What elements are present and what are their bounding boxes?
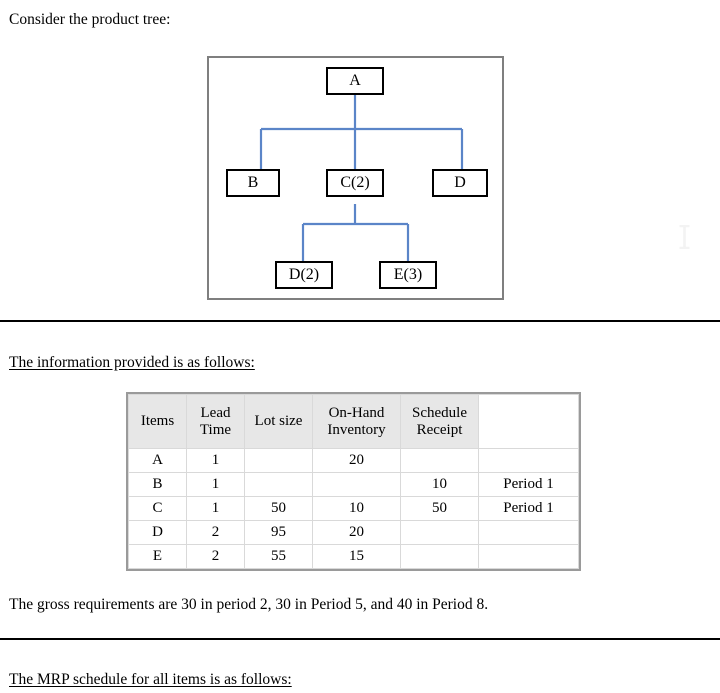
info-table-body: A 1 20 B 1 10 Period 1 C 1 (128, 448, 579, 569)
cell-lead-time: 2 (186, 544, 245, 569)
cell-schedule-receipt: 10 (400, 472, 479, 497)
cell-lot-size: 95 (244, 520, 313, 545)
header-lot-size: Lot size (244, 394, 313, 449)
info-section-heading: The information provided is as follows: (9, 354, 255, 371)
header-sched-line1: Schedule (412, 404, 467, 421)
table-row: A 1 20 (128, 448, 579, 473)
header-lot-label: Lot size (254, 413, 303, 429)
cell-item: B (128, 472, 187, 497)
cell-item: E (128, 544, 187, 569)
tree-node-b[interactable]: B (226, 169, 280, 197)
product-tree-diagram: A B C(2) D D(2) E(3) (207, 56, 504, 300)
table-row: D 2 95 20 (128, 520, 579, 545)
cell-note: Period 1 (478, 472, 579, 497)
table-row: B 1 10 Period 1 (128, 472, 579, 497)
cell-on-hand: 15 (312, 544, 401, 569)
cell-on-hand: 20 (312, 448, 401, 473)
divider-rule-1 (0, 320, 720, 322)
tree-node-c[interactable]: C(2) (326, 169, 384, 197)
cell-note (478, 544, 579, 569)
cell-on-hand: 10 (312, 496, 401, 521)
cell-item: A (128, 448, 187, 473)
cell-schedule-receipt (400, 520, 479, 545)
tree-node-d2[interactable]: D(2) (275, 261, 333, 289)
ibeam-icon (679, 225, 690, 249)
cell-lead-time: 1 (186, 496, 245, 521)
cell-lead-time: 2 (186, 520, 245, 545)
cell-lot-size: 55 (244, 544, 313, 569)
cell-schedule-receipt: 50 (400, 496, 479, 521)
cell-item: D (128, 520, 187, 545)
header-lead-line2: Time (199, 421, 232, 438)
mrp-section-heading: The MRP schedule for all items is as fol… (9, 671, 292, 688)
header-onhand-line2: Inventory (327, 421, 386, 438)
header-sched-line2: Receipt (416, 421, 463, 438)
header-items: Items (128, 394, 187, 449)
header-items-label: Items (140, 413, 175, 429)
table-row: E 2 55 15 (128, 544, 579, 569)
info-table-container: Items Lead Time Lot size On-Hand Invento… (126, 392, 581, 571)
cell-schedule-receipt (400, 544, 479, 569)
info-table: Items Lead Time Lot size On-Hand Invento… (128, 394, 579, 569)
cell-on-hand (312, 472, 401, 497)
cell-schedule-receipt (400, 448, 479, 473)
tree-connector-canvas (209, 58, 502, 298)
header-schedule-receipt: Schedule Receipt (400, 394, 479, 449)
info-table-header-row: Items Lead Time Lot size On-Hand Invento… (128, 394, 579, 449)
intro-text: Consider the product tree: (9, 11, 171, 28)
cell-lead-time: 1 (186, 448, 245, 473)
header-note-blank (478, 394, 579, 449)
tree-edges-svg (259, 94, 464, 262)
tree-node-e3[interactable]: E(3) (379, 261, 437, 289)
cell-on-hand: 20 (312, 520, 401, 545)
header-lead-time: Lead Time (186, 394, 245, 449)
tree-node-a[interactable]: A (326, 67, 384, 95)
cell-lot-size: 50 (244, 496, 313, 521)
cell-lot-size (244, 448, 313, 473)
gross-requirements-text: The gross requirements are 30 in period … (9, 596, 489, 613)
header-onhand-line1: On-Hand (328, 404, 385, 421)
cell-item: C (128, 496, 187, 521)
cell-lot-size (244, 472, 313, 497)
info-table-head: Items Lead Time Lot size On-Hand Invento… (128, 394, 579, 449)
header-lead-line1: Lead (200, 404, 231, 421)
divider-rule-2 (0, 638, 720, 640)
table-row: C 1 50 10 50 Period 1 (128, 496, 579, 521)
header-on-hand-inventory: On-Hand Inventory (312, 394, 401, 449)
cell-lead-time: 1 (186, 472, 245, 497)
cell-note (478, 448, 579, 473)
cell-note: Period 1 (478, 496, 579, 521)
text-ibeam-cursor (678, 224, 691, 250)
cell-note (478, 520, 579, 545)
tree-node-d[interactable]: D (432, 169, 488, 197)
